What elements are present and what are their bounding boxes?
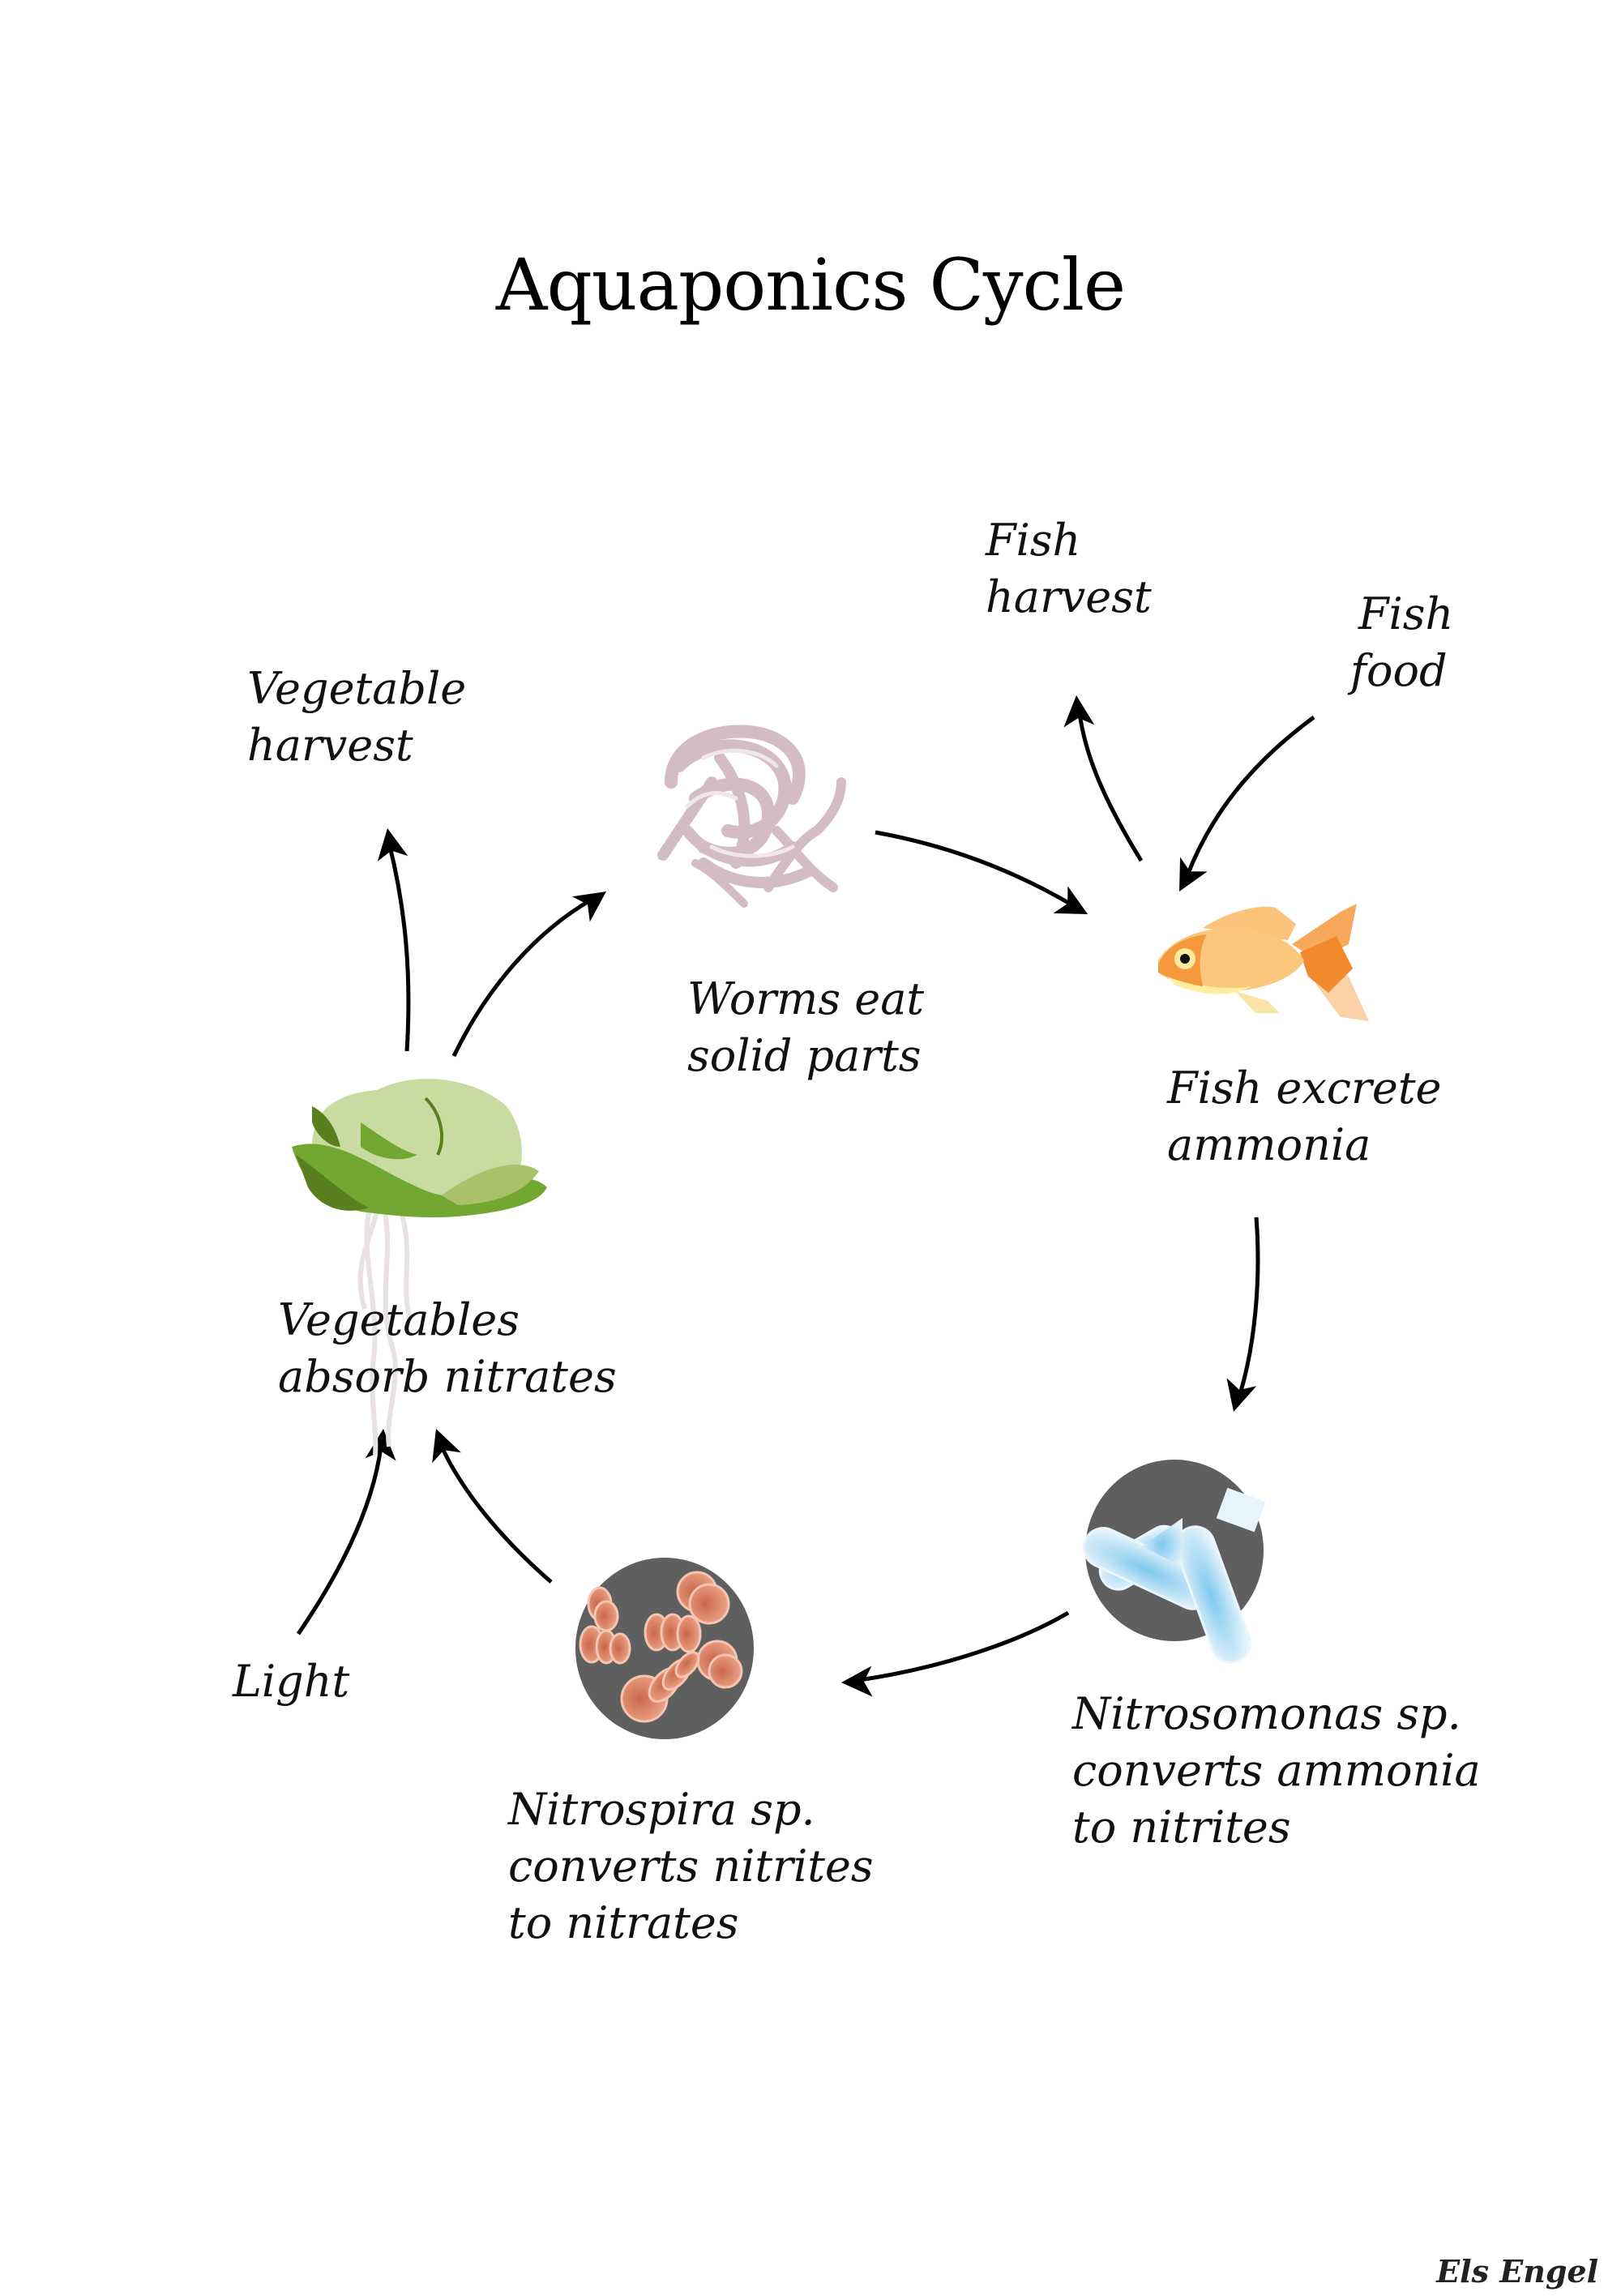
light-label: Light: [233, 1656, 350, 1707]
worms-icon: [657, 725, 846, 908]
arrow-nitrospira-to-vegetables: [439, 1445, 553, 1584]
nitrosomonas-bacteria-icon: [1082, 1460, 1266, 1664]
arrowhead: [1179, 857, 1208, 891]
arrowhead: [432, 1429, 461, 1464]
arrowhead: [365, 1429, 396, 1461]
arrow-nitrosomonas-to-nitrospira: [858, 1610, 1070, 1682]
goldfish-icon: [1158, 904, 1369, 1021]
arrow-vegetables-to-vegetable-harvest: [387, 842, 411, 1052]
arrow-fish-to-nitrosomonas: [1238, 1216, 1260, 1395]
arrow-worms-to-fish: [875, 830, 1071, 906]
arrowhead: [571, 891, 606, 922]
arrows-group: [296, 695, 1315, 1697]
arrowhead: [377, 828, 408, 862]
arrowhead: [1053, 886, 1088, 914]
arrowhead: [1226, 1378, 1257, 1412]
arrow-fish-food-to-fish: [1185, 715, 1315, 876]
arrow-fish-to-fish-harvest: [1077, 712, 1144, 862]
diagram-title: Aquaponics Cycle: [495, 243, 1126, 327]
author-credit: Els Engel: [1436, 2253, 1598, 2290]
lettuce-icon: [292, 1079, 547, 1456]
arrow-vegetables-to-worms: [451, 897, 593, 1058]
nitrospira-bacteria-icon: [575, 1558, 754, 1739]
arrowhead: [841, 1665, 873, 1697]
arrow-light-to-vegetables: [296, 1446, 383, 1635]
arrowhead: [1063, 695, 1095, 728]
